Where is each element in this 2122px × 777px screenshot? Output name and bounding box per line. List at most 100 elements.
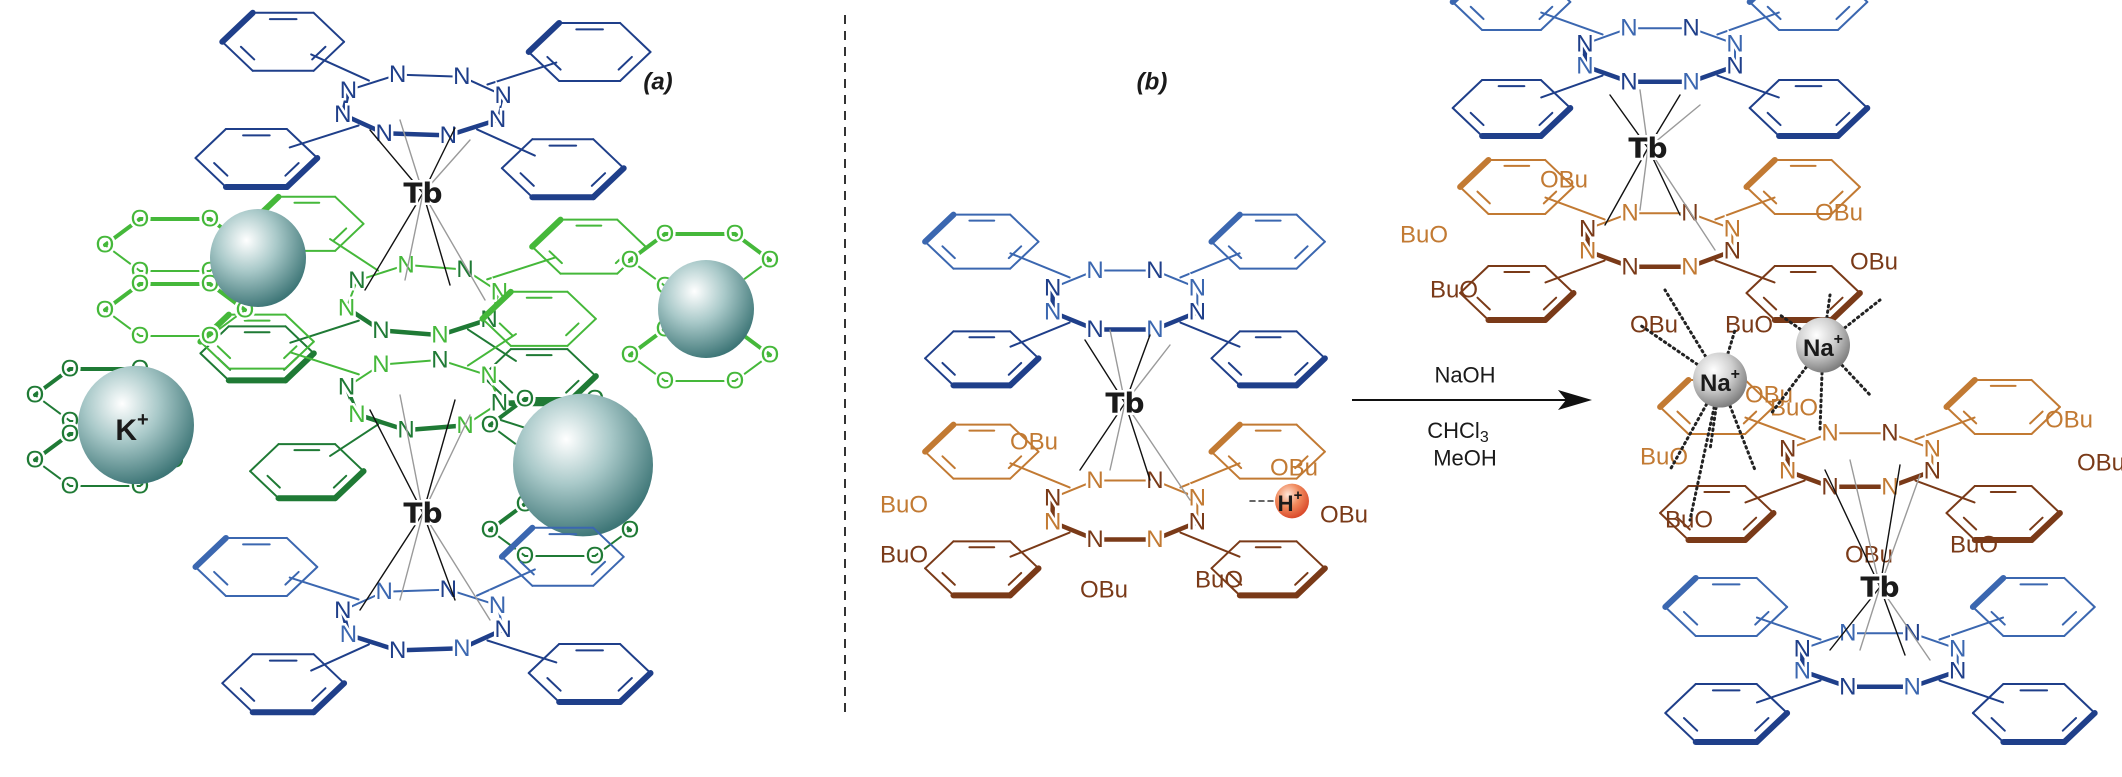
- proton-sphere: [1275, 483, 1309, 519]
- nitrogen-label: N: [334, 101, 351, 128]
- double-bond: [1538, 5, 1554, 21]
- macrocycle-bond: [437, 317, 492, 338]
- nitrogen-label: N: [1086, 316, 1103, 343]
- double-bond: [1227, 245, 1243, 260]
- ring-bond: [924, 330, 955, 360]
- coordination-bond: [1079, 402, 1126, 471]
- nitrogen-label: N: [440, 122, 457, 149]
- coordination-bond: [1109, 329, 1126, 404]
- ring-bond: [1971, 683, 2005, 715]
- ring-bond: [1742, 510, 1777, 544]
- benzo-ring: [1210, 540, 1328, 599]
- ring-bond: [527, 672, 561, 704]
- double-bond: [1682, 610, 1699, 626]
- nitrogen-label: N: [372, 317, 389, 344]
- double-bond: [1762, 190, 1778, 205]
- ring-bond: [1664, 712, 1697, 744]
- double-bond: [1829, 296, 1844, 311]
- ring-bond: [1544, 265, 1575, 295]
- ring-bond: [566, 348, 597, 378]
- ring-bond: [1755, 683, 1789, 715]
- double-bond: [1962, 410, 1978, 425]
- coordination-bonds: [364, 119, 486, 301]
- ring-bond: [566, 290, 597, 320]
- nitrogen-label: N: [1044, 299, 1061, 326]
- ring-bond: [1830, 265, 1861, 295]
- nitrogen-label: N: [397, 417, 414, 444]
- benzo-ring: [1208, 421, 1326, 480]
- nitrogen-label: N: [1044, 274, 1061, 301]
- double-bond: [498, 379, 514, 394]
- nitrogen-label: N: [338, 374, 355, 401]
- nitrogen-label: N: [1726, 53, 1743, 80]
- nitrogen-label: N: [491, 389, 508, 416]
- nitrogen-label: N: [1724, 238, 1741, 265]
- nitrogen-label: N: [1576, 53, 1593, 80]
- double-bond: [239, 687, 256, 702]
- terbium-label: Tb: [1105, 387, 1144, 420]
- benzo-ring: [221, 653, 348, 716]
- macrocycle-bond: [459, 627, 506, 651]
- double-bond: [1990, 717, 2006, 732]
- double-bond: [617, 55, 633, 71]
- sodium-sphere: [1693, 352, 1747, 408]
- coordination-bond: [1647, 147, 1716, 251]
- cation-charge: +: [1731, 366, 1740, 383]
- ring-bond: [1007, 565, 1042, 599]
- oxygen-label: O: [201, 206, 220, 233]
- double-bond: [1227, 455, 1243, 470]
- double-bond: [941, 245, 956, 260]
- oxygen-label: O: [621, 342, 640, 369]
- coordination-bond: [1609, 94, 1649, 149]
- benzo-ring: [194, 128, 321, 191]
- cation-symbol: K: [115, 414, 137, 447]
- coordination-bond: [422, 414, 471, 514]
- nitrogen-label: N: [1881, 420, 1898, 447]
- macrocycle-bond: [1785, 468, 1833, 490]
- substituent-label: BuO: [1725, 312, 1773, 339]
- double-bond: [1476, 296, 1491, 311]
- coordination-bond: [1639, 147, 1649, 211]
- macrocycle-bond: [1152, 519, 1200, 542]
- benzo-ring: [498, 524, 625, 587]
- ring-bond: [1836, 0, 1869, 31]
- oxygen-label: O: [726, 367, 745, 394]
- substituent-label: OBu: [2077, 450, 2122, 477]
- ring-bond: [312, 653, 346, 685]
- double-bond: [2061, 610, 2078, 626]
- cation-symbol: Na: [1803, 335, 1834, 362]
- ring-bond: [284, 325, 315, 355]
- ring-bond: [1544, 158, 1575, 188]
- isoindole-bond: [1179, 462, 1241, 489]
- oxygen-label: O: [26, 382, 45, 409]
- terbium-label-bottom: Tb: [403, 497, 442, 530]
- ring-bond: [500, 138, 534, 170]
- nitrogen-label: N: [1779, 435, 1796, 462]
- ring-bond: [2030, 485, 2061, 515]
- macrocycle-bond: [496, 94, 505, 121]
- ring-bond: [2063, 605, 2096, 637]
- benzo-ring: [1662, 574, 1789, 637]
- ring-bond: [1969, 574, 2007, 610]
- terbium-label-top: Tb: [1628, 132, 1667, 165]
- double-bond: [941, 455, 956, 470]
- macrocycle-bond: [488, 374, 501, 404]
- panel-a-structure: NNNNNNNNNNNNNNNNOOOOOOOOOOOOOOOOOOOOOOOO…: [23, 9, 782, 716]
- crown-bond: [33, 367, 72, 397]
- macrocycle-bond: [446, 117, 500, 138]
- ring-bond: [1664, 683, 1697, 715]
- arrow-head: [1558, 390, 1592, 410]
- double-bond: [1762, 296, 1778, 311]
- ring-bond: [1744, 405, 1775, 435]
- coordination-bond: [1829, 586, 1881, 651]
- macrocycle-bond: [1051, 479, 1097, 499]
- crown-bond: [103, 282, 142, 312]
- ring-bond: [527, 50, 561, 82]
- coordination-bond: [369, 409, 424, 514]
- coordination-bonds: [359, 394, 491, 621]
- macrocycle-bond: [1786, 432, 1832, 450]
- substituent-label: BuO: [1400, 222, 1448, 249]
- ring-bond: [1537, 105, 1574, 140]
